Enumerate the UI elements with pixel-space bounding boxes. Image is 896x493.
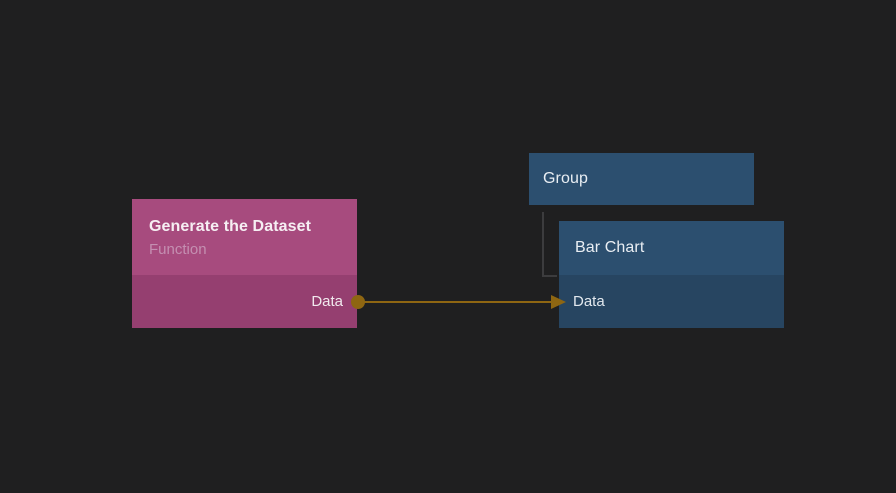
- node-generate-dataset-header[interactable]: Generate the Dataset Function: [132, 199, 357, 275]
- node-bar-chart-header[interactable]: Bar Chart: [559, 221, 784, 275]
- output-port-data[interactable]: Data: [311, 293, 343, 311]
- node-bar-chart[interactable]: Bar Chart Data: [559, 221, 784, 328]
- input-port-data[interactable]: Data: [573, 293, 605, 311]
- node-title: Generate the Dataset: [149, 218, 312, 235]
- node-title: Group: [543, 170, 588, 187]
- output-port-label: Data: [311, 292, 343, 310]
- node-bar-chart-ports: Data: [559, 275, 784, 328]
- node-group[interactable]: Group: [529, 153, 754, 205]
- node-title: Bar Chart: [575, 239, 645, 256]
- group-child-connector-line: [542, 212, 557, 277]
- node-subtitle: Function: [149, 241, 207, 258]
- connection-wire[interactable]: [351, 295, 566, 309]
- input-port-label: Data: [573, 292, 605, 310]
- node-generate-dataset-ports: Data: [132, 275, 357, 328]
- node-generate-dataset[interactable]: Generate the Dataset Function Data: [132, 199, 357, 328]
